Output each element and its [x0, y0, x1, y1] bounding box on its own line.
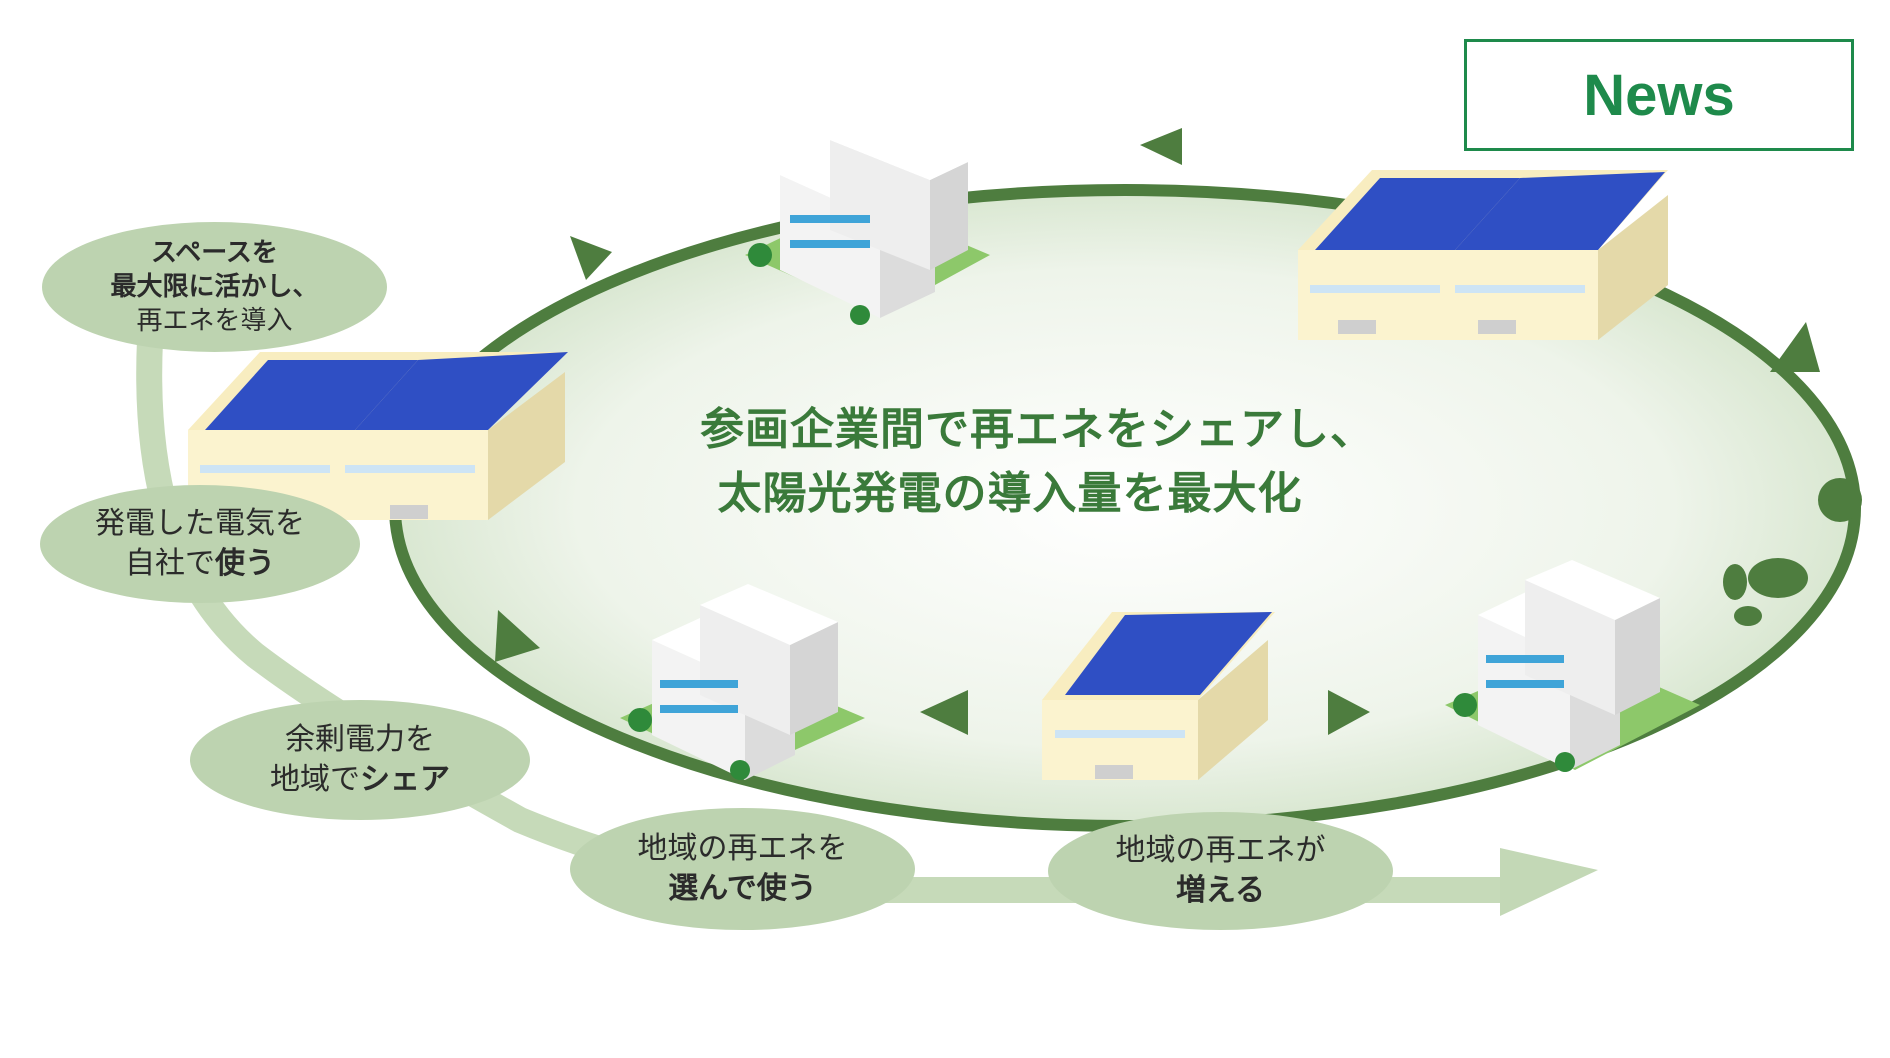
warehouse-with-solar-panels-icon — [1298, 170, 1668, 340]
cycle-arrow-icon — [570, 236, 612, 280]
office-building-icon — [745, 124, 990, 325]
sprout-icon — [1723, 478, 1862, 626]
bubble-line: 地域の再エネが — [1115, 833, 1326, 868]
news-badge: News — [1464, 39, 1854, 151]
bubble-choose: 地域の再エネを 選んで使う — [570, 808, 915, 930]
bubble-share: 余剰電力を 地域でシェア — [190, 700, 530, 820]
warehouse-with-solar-panels-icon — [1042, 612, 1275, 780]
office-building-icon — [1445, 560, 1700, 772]
cycle-arrow-icon — [495, 610, 540, 662]
office-building-icon — [620, 584, 865, 780]
bubble-text-bold: 使う — [215, 546, 275, 581]
cycle-arrow-icon — [1328, 690, 1370, 735]
bubble-text: 地域で — [270, 762, 360, 797]
bubble-line: 余剰電力を — [285, 722, 435, 757]
bubble-self-use: 発電した電気を 自社で使う — [40, 485, 360, 603]
bubble-text-bold: シェア — [360, 762, 450, 797]
bubble-line: 地域の再エネを — [637, 831, 848, 866]
center-caption: 参画企業間で再エネをシェアし、 太陽光発電の導入量を最大化 — [700, 398, 1375, 526]
bubble-line: 最大限に活かし、 — [110, 272, 319, 302]
bubble-line: 選んで使う — [668, 871, 817, 906]
center-caption-line2: 太陽光発電の導入量を最大化 — [717, 468, 1303, 519]
flow-arrowhead — [1500, 848, 1598, 916]
cycle-arrow-icon — [920, 690, 968, 735]
cycle-arrow-icon — [1770, 322, 1820, 372]
bubble-line: 発電した電気を — [95, 506, 305, 541]
warehouse-with-solar-panels-icon — [188, 352, 568, 520]
bubble-line: 増える — [1175, 873, 1266, 908]
bubble-line: 再エネを導入 — [136, 306, 293, 336]
cycle-arrow-icon — [1140, 128, 1182, 165]
bubble-line: スペースを — [151, 238, 278, 268]
bubble-increase: 地域の再エネが 増える — [1048, 812, 1393, 930]
bubble-text: 自社で — [125, 546, 215, 581]
bubble-space-utilization: スペースを 最大限に活かし、 再エネを導入 — [42, 222, 387, 352]
center-caption-line1: 参画企業間で再エネをシェアし、 — [700, 404, 1375, 455]
